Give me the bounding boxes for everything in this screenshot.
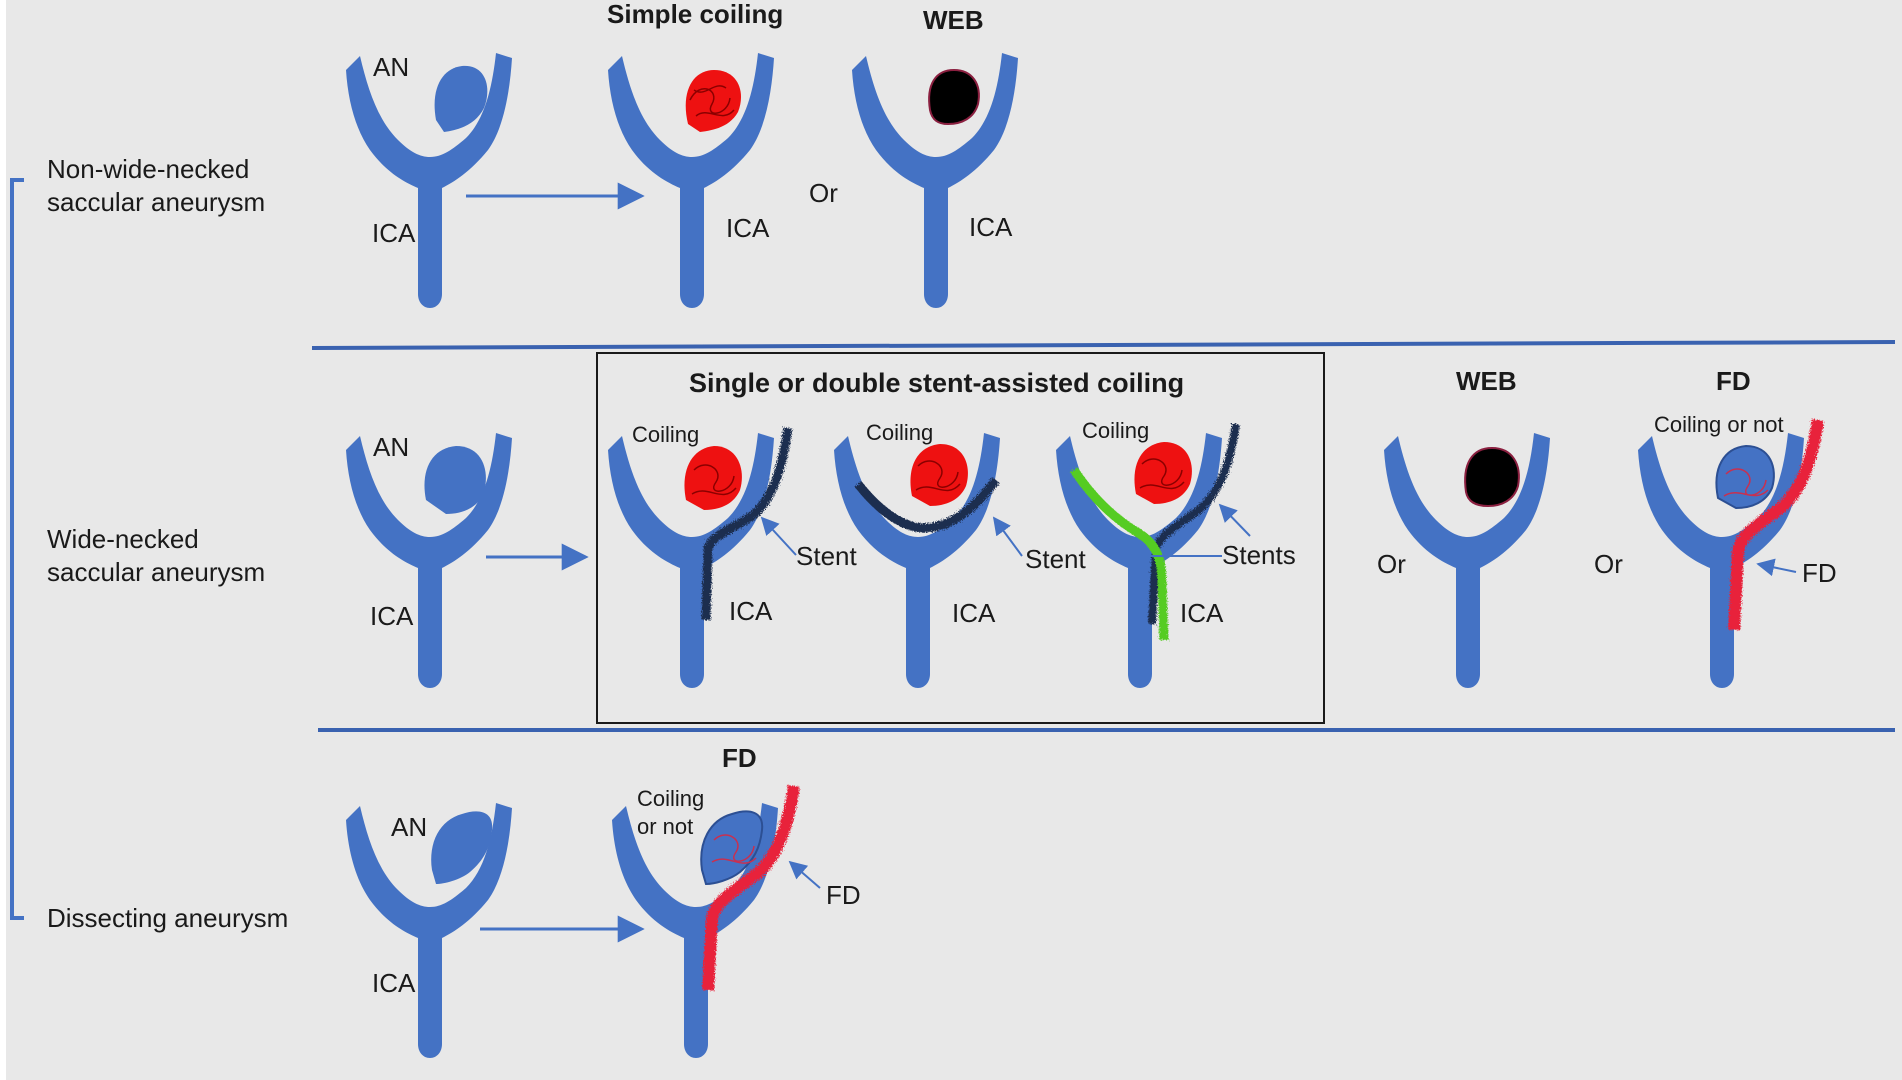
stent-assisted-box: [596, 352, 1325, 724]
pointer-fd-row3: [788, 860, 821, 889]
label-fd-row2: FD: [1716, 366, 1751, 396]
stent-row2-double-dark: [1148, 423, 1240, 625]
pointer-stent-y: [992, 516, 1023, 557]
category-wide-line1: Wide-necked: [47, 524, 199, 554]
web-device-row1: [928, 68, 980, 126]
label-or-not-row3: or not: [637, 814, 693, 839]
coil-mass-row2-y: [910, 444, 968, 506]
pointer-stent-single: [760, 516, 797, 556]
row2-y-stent: [834, 433, 1000, 688]
pointer-stents-green: [1111, 532, 1222, 557]
category-bracket: [10, 178, 24, 920]
label-coiling-row3: Coiling: [637, 786, 704, 811]
label-ica-row2-double: ICA: [1180, 598, 1224, 628]
web-device-row2: [1464, 446, 1520, 508]
row2-web: [1384, 433, 1550, 688]
label-ica-row1-web: ICA: [969, 212, 1013, 242]
row3-fd: [612, 785, 800, 1058]
label-fd-row3-title: FD: [722, 743, 757, 773]
label-sac-title: Single or double stent-assisted coiling: [689, 368, 1184, 398]
row1-untreated: [346, 53, 512, 308]
label-ica-row1-untreated: ICA: [372, 218, 416, 248]
category-wide-line2: saccular aneurysm: [47, 557, 265, 587]
coil-loops-row1: [689, 85, 735, 117]
label-coiling-or-not-row2: Coiling or not: [1654, 412, 1784, 437]
coil-loops-row2-fd: [1723, 468, 1769, 497]
category-nonwide-line1: Non-wide-necked: [47, 154, 249, 184]
row2-double-stent: [1056, 423, 1240, 688]
stent-row2-single: [701, 427, 793, 621]
label-ica-row2-untreated: ICA: [370, 601, 414, 631]
row-divider-1: [311, 340, 1896, 350]
label-web-row1: WEB: [923, 5, 984, 35]
row2-fd: [1638, 419, 1824, 688]
stent-row2-y: [854, 477, 1000, 533]
aneurysm-sac-row1: [434, 65, 488, 132]
label-ica-row1-coiling: ICA: [726, 213, 770, 243]
label-an-row2: AN: [373, 432, 409, 462]
label-ica-row2-y: ICA: [952, 598, 996, 628]
label-coiling-double: Coiling: [1082, 418, 1149, 443]
coil-mass-row2-double: [1134, 442, 1192, 504]
row2-untreated: [346, 433, 512, 688]
row1-web: [852, 53, 1018, 308]
label-fd-pointer-row3: FD: [826, 880, 861, 910]
coil-loops-row2-double: [1139, 458, 1185, 490]
label-ica-row2-single: ICA: [729, 596, 773, 626]
flow-diverter-row3: [702, 785, 800, 991]
flow-diverter-row2: [1728, 419, 1824, 631]
row2-single-stent: [608, 427, 793, 688]
dissecting-sac-row3: [431, 811, 493, 884]
label-stent-y: Stent: [1025, 544, 1086, 574]
label-an-row1: AN: [373, 52, 409, 82]
aneurysm-sac-row2-fd: [1715, 444, 1775, 510]
label-web-row2: WEB: [1456, 366, 1517, 396]
dissecting-sac-row3-fd: [700, 810, 764, 886]
pointer-fd-row2: [1756, 558, 1797, 577]
coil-loops-row2-y: [915, 460, 961, 492]
label-or-row2-a: Or: [1377, 549, 1406, 579]
label-fd-pointer-row2: FD: [1802, 558, 1837, 588]
coil-loops-row2-single: [691, 464, 737, 496]
pointer-stents-dark: [1218, 503, 1251, 537]
label-coiling-single: Coiling: [632, 422, 699, 447]
label-simple-coiling: Simple coiling: [607, 0, 783, 29]
label-or-row1: Or: [809, 178, 838, 208]
label-or-row2-b: Or: [1594, 549, 1623, 579]
category-nonwide-line2: saccular aneurysm: [47, 187, 265, 217]
label-stent-single: Stent: [796, 541, 857, 571]
label-an-row3: AN: [391, 812, 427, 842]
coil-loops-row3-fd: [711, 834, 757, 864]
stent-row2-double-green: [1070, 467, 1169, 641]
label-coiling-y: Coiling: [866, 420, 933, 445]
aneurysm-sac-row2: [424, 446, 486, 514]
row3-untreated: [346, 803, 512, 1058]
label-stents-double: Stents: [1222, 540, 1296, 570]
row1-simple-coiling: [608, 53, 774, 308]
label-ica-row3: ICA: [372, 968, 416, 998]
category-dissecting: Dissecting aneurysm: [47, 903, 288, 933]
